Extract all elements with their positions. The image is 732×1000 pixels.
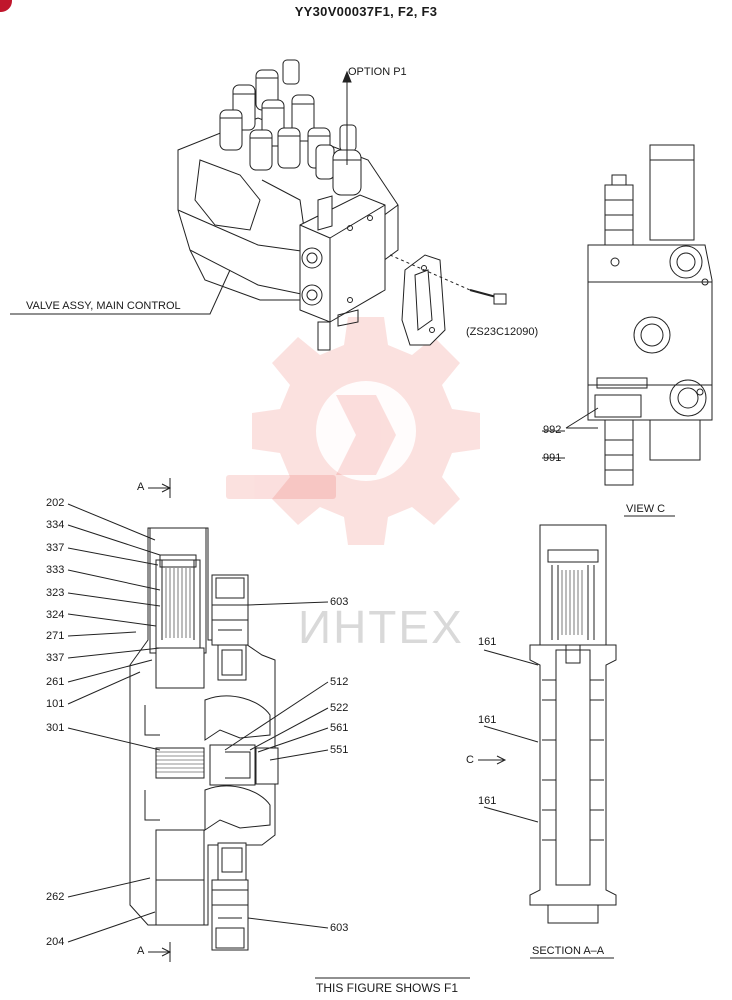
part-323: 323 bbox=[46, 587, 65, 599]
option-p1-label: OPTION P1 bbox=[348, 66, 407, 78]
bolt-part-number: (ZS23C12090) bbox=[466, 326, 539, 338]
cut-marker-top: A bbox=[137, 481, 145, 493]
section-aa-part-161-bottom: 161 bbox=[478, 795, 497, 807]
cut-marker-bottom: A bbox=[137, 945, 145, 957]
part-512: 512 bbox=[330, 676, 349, 688]
part-603-upper: 603 bbox=[330, 596, 349, 608]
view-c-arrow-label: C bbox=[466, 754, 474, 766]
part-324: 324 bbox=[46, 609, 65, 621]
part-101: 101 bbox=[46, 698, 65, 710]
part-337-lower: 337 bbox=[46, 652, 65, 664]
drawing-number: YY30V00037F1, F2, F3 bbox=[294, 4, 438, 19]
view-c-part-991: 991 bbox=[543, 452, 562, 464]
part-561: 561 bbox=[330, 722, 349, 734]
section-aa-title: SECTION A–A bbox=[532, 945, 605, 957]
section-aa-part-161-middle: 161 bbox=[478, 714, 497, 726]
part-261: 261 bbox=[46, 676, 65, 688]
view-c-title: VIEW C bbox=[626, 503, 666, 515]
part-271: 271 bbox=[46, 630, 65, 642]
figure-note: THIS FIGURE SHOWS F1 bbox=[316, 981, 459, 995]
valve-assembly-label: VALVE ASSY, MAIN CONTROL bbox=[26, 300, 181, 312]
part-603-lower: 603 bbox=[330, 922, 349, 934]
watermark-text: ИНТЕХ bbox=[298, 601, 464, 653]
part-204: 204 bbox=[46, 936, 65, 948]
view-c-part-992: 992 bbox=[543, 424, 562, 436]
part-301: 301 bbox=[46, 722, 65, 734]
section-aa-part-161-top: 161 bbox=[478, 636, 497, 648]
part-551: 551 bbox=[330, 744, 349, 756]
part-333: 333 bbox=[46, 564, 65, 576]
part-337-upper: 337 bbox=[46, 542, 65, 554]
part-202: 202 bbox=[46, 497, 65, 509]
part-522: 522 bbox=[330, 702, 349, 714]
part-262: 262 bbox=[46, 891, 65, 903]
part-334: 334 bbox=[46, 519, 65, 531]
